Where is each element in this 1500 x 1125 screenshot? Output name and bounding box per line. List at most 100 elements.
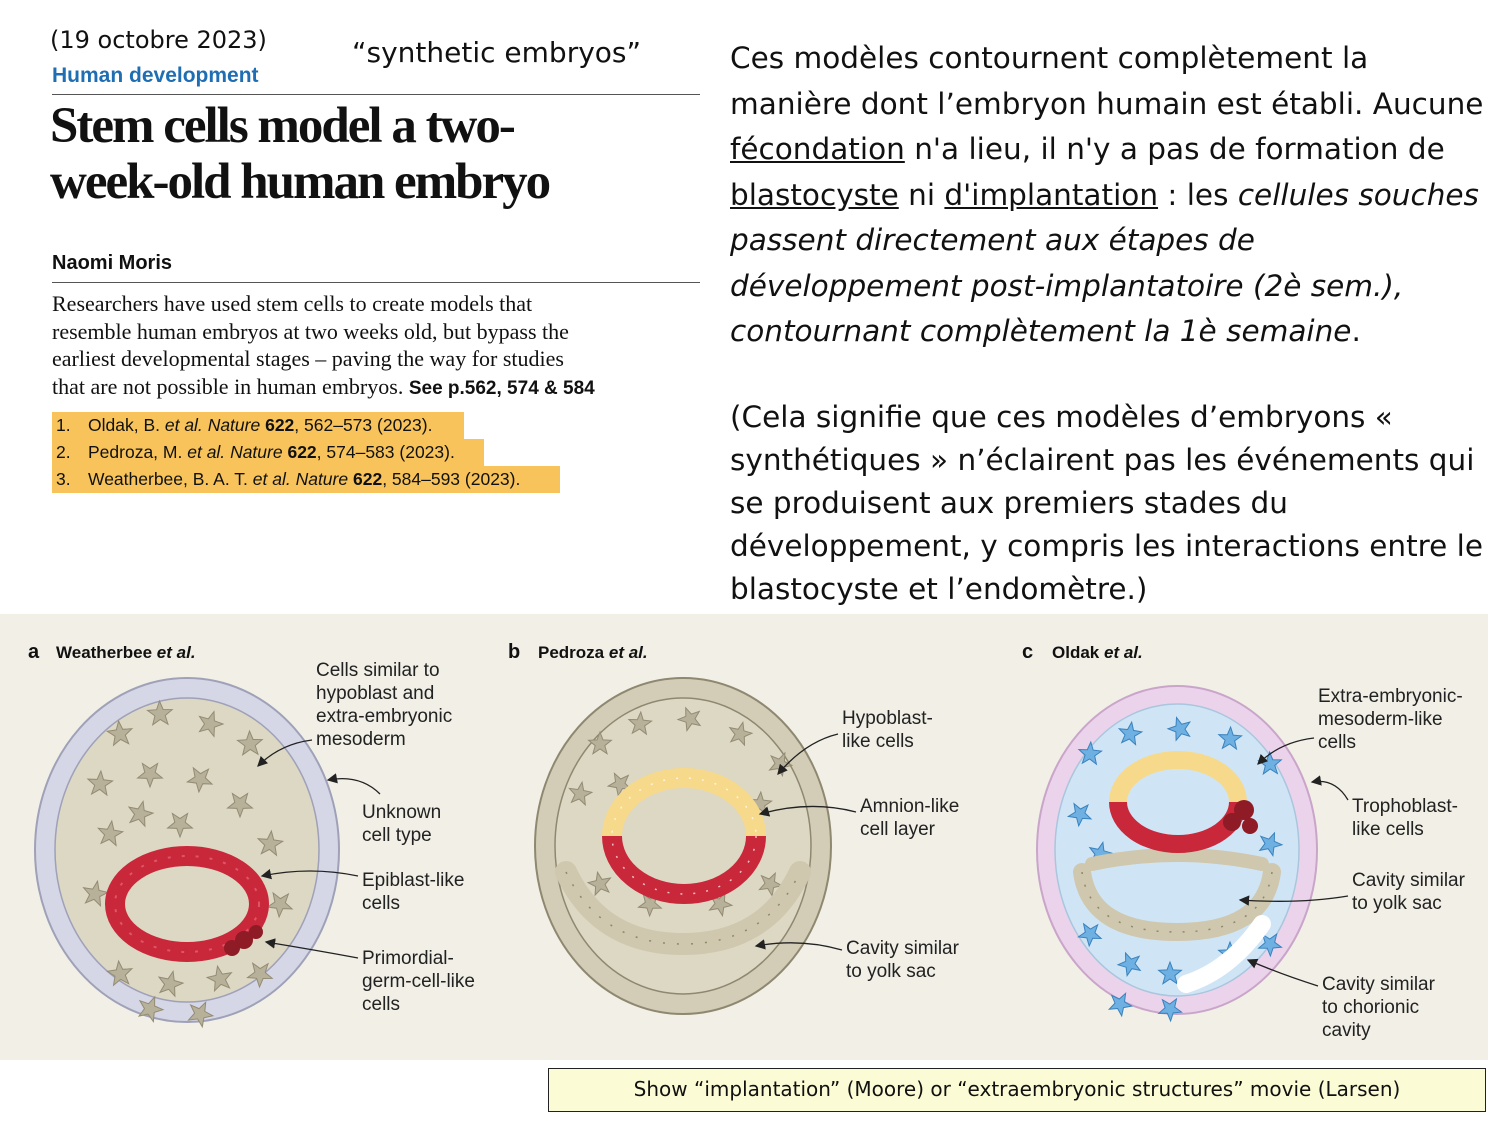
svg-text:Pedroza et al.: Pedroza et al.: [538, 643, 648, 662]
chorionic-cavity: [1177, 915, 1271, 993]
svg-text:Trophoblast-like cells: Trophoblast-like cells: [1352, 796, 1458, 840]
reference-item: 2. Pedroza, M. et al. Nature 622, 574–58…: [52, 439, 484, 466]
star-cell: [1157, 997, 1183, 1023]
see-pages: See p.562, 574 & 584: [408, 377, 595, 399]
synthetic-embryos-tag: “synthetic embryos”: [352, 36, 641, 69]
star-cell: [105, 959, 134, 987]
weatherbee-embryo-model: [34, 677, 340, 1029]
pedroza-embryo-model: [534, 677, 832, 1015]
star-cell: [1257, 750, 1283, 776]
star-cell: [627, 710, 653, 736]
star-cell: [157, 970, 185, 998]
pgc-like-cell: [249, 925, 263, 939]
star-cell: [1258, 831, 1284, 857]
star-cell: [82, 879, 110, 908]
svg-text:Hypoblast-like cells: Hypoblast-like cells: [842, 708, 933, 752]
star-cell: [236, 729, 264, 756]
star-cell: [187, 1001, 215, 1029]
star-cell: [97, 819, 125, 847]
star-cell: [185, 766, 214, 794]
star-cell: [266, 891, 294, 919]
star-cell: [226, 792, 254, 819]
term-implantation: d'implantation: [944, 177, 1159, 212]
star-cell: [676, 706, 702, 732]
author-rule: [52, 282, 700, 283]
french-paragraph-2: (Cela signifie que ces modèles d’embryon…: [730, 400, 1484, 606]
star-cell: [246, 962, 274, 989]
abstract-line: earliest developmental stages – paving t…: [52, 346, 564, 371]
embryo-model-figure: a Weatherbee et al. b Pedroza et al. c O…: [0, 614, 1488, 1060]
star-cell: [606, 772, 633, 798]
star-cell: [198, 710, 225, 738]
reference-item: 1. Oldak, B. et al. Nature 622, 562–573 …: [52, 412, 464, 439]
star-cell: [1116, 951, 1142, 977]
italic-statement: cellules souches passent directement aux…: [730, 177, 1479, 349]
star-cell: [1066, 802, 1093, 828]
star-cell: [166, 812, 194, 839]
star-cell: [1077, 922, 1103, 948]
reference-item: 3. Weatherbee, B. A. T. et al. Nature 62…: [52, 466, 560, 493]
amnion-like-layer: [1109, 751, 1247, 803]
oldak-embryo-model: [1036, 685, 1318, 1023]
star-cell: [146, 699, 174, 726]
term-fecondation: fécondation: [730, 132, 905, 166]
yolk-sac-layer: [1073, 863, 1281, 942]
star-cell: [136, 762, 164, 789]
amnion-like-layer: [602, 768, 766, 837]
article-headline: Stem cells model a two- week-old human e…: [50, 98, 710, 210]
abstract-line: Researchers have used stem cells to crea…: [52, 291, 533, 316]
star-cell: [205, 964, 233, 993]
french-paragraph-1: Ces modèles contournent complètement la …: [730, 41, 1484, 349]
star-cell: [127, 800, 155, 828]
headline-line-1: Stem cells model a two-: [50, 98, 516, 154]
star-cell: [587, 730, 613, 755]
svg-text:Oldak et al.: Oldak et al.: [1052, 643, 1143, 662]
epiblast-cell-borders: [114, 855, 260, 953]
section-label: Human development: [52, 64, 259, 87]
panel-b-title: b Pedroza et al.: [508, 641, 648, 663]
star-cell: [586, 870, 612, 897]
top-rule: [52, 94, 700, 95]
star-cell: [1107, 992, 1134, 1018]
headline-line-2: week-old human embryo: [50, 154, 551, 210]
svg-text:c: c: [1022, 641, 1033, 663]
pgc-like-cell: [235, 931, 253, 949]
hypoblast-like-cells: [82, 699, 294, 1029]
article-author: Naomi Moris: [52, 252, 173, 274]
star-cell: [1166, 716, 1191, 742]
movie-note-box: Show “implantation” (Moore) or “extraemb…: [548, 1068, 1486, 1112]
abstract-line: resemble human embryos at two weeks old,…: [52, 318, 569, 344]
star-cell: [758, 871, 784, 898]
svg-text:a: a: [28, 641, 40, 663]
figure-svg: a Weatherbee et al. b Pedroza et al. c O…: [28, 641, 1466, 1041]
abstract-line: that are not possible in human embryos. …: [52, 373, 595, 399]
svg-text:b: b: [508, 641, 520, 663]
reference-list: 1. Oldak, B. et al. Nature 622, 562–573 …: [52, 412, 560, 493]
star-cell: [256, 829, 285, 857]
star-cell: [105, 719, 134, 747]
term-blastocyste: blastocyste: [730, 177, 899, 212]
star-cell: [137, 995, 165, 1023]
yolk-sac-inner-layer: [555, 861, 811, 956]
star-cell: [86, 769, 114, 797]
article-abstract: Researchers have used stem cells to crea…: [52, 290, 702, 402]
star-cell: [1077, 740, 1103, 766]
star-cell: [1117, 720, 1144, 746]
star-cell: [1217, 725, 1243, 751]
star-cell: [728, 721, 754, 747]
panel-c-title: c Oldak et al.: [1022, 641, 1143, 663]
svg-text:Weatherbee et al.: Weatherbee et al.: [56, 643, 196, 662]
panel-a-title: a Weatherbee et al.: [28, 641, 196, 663]
